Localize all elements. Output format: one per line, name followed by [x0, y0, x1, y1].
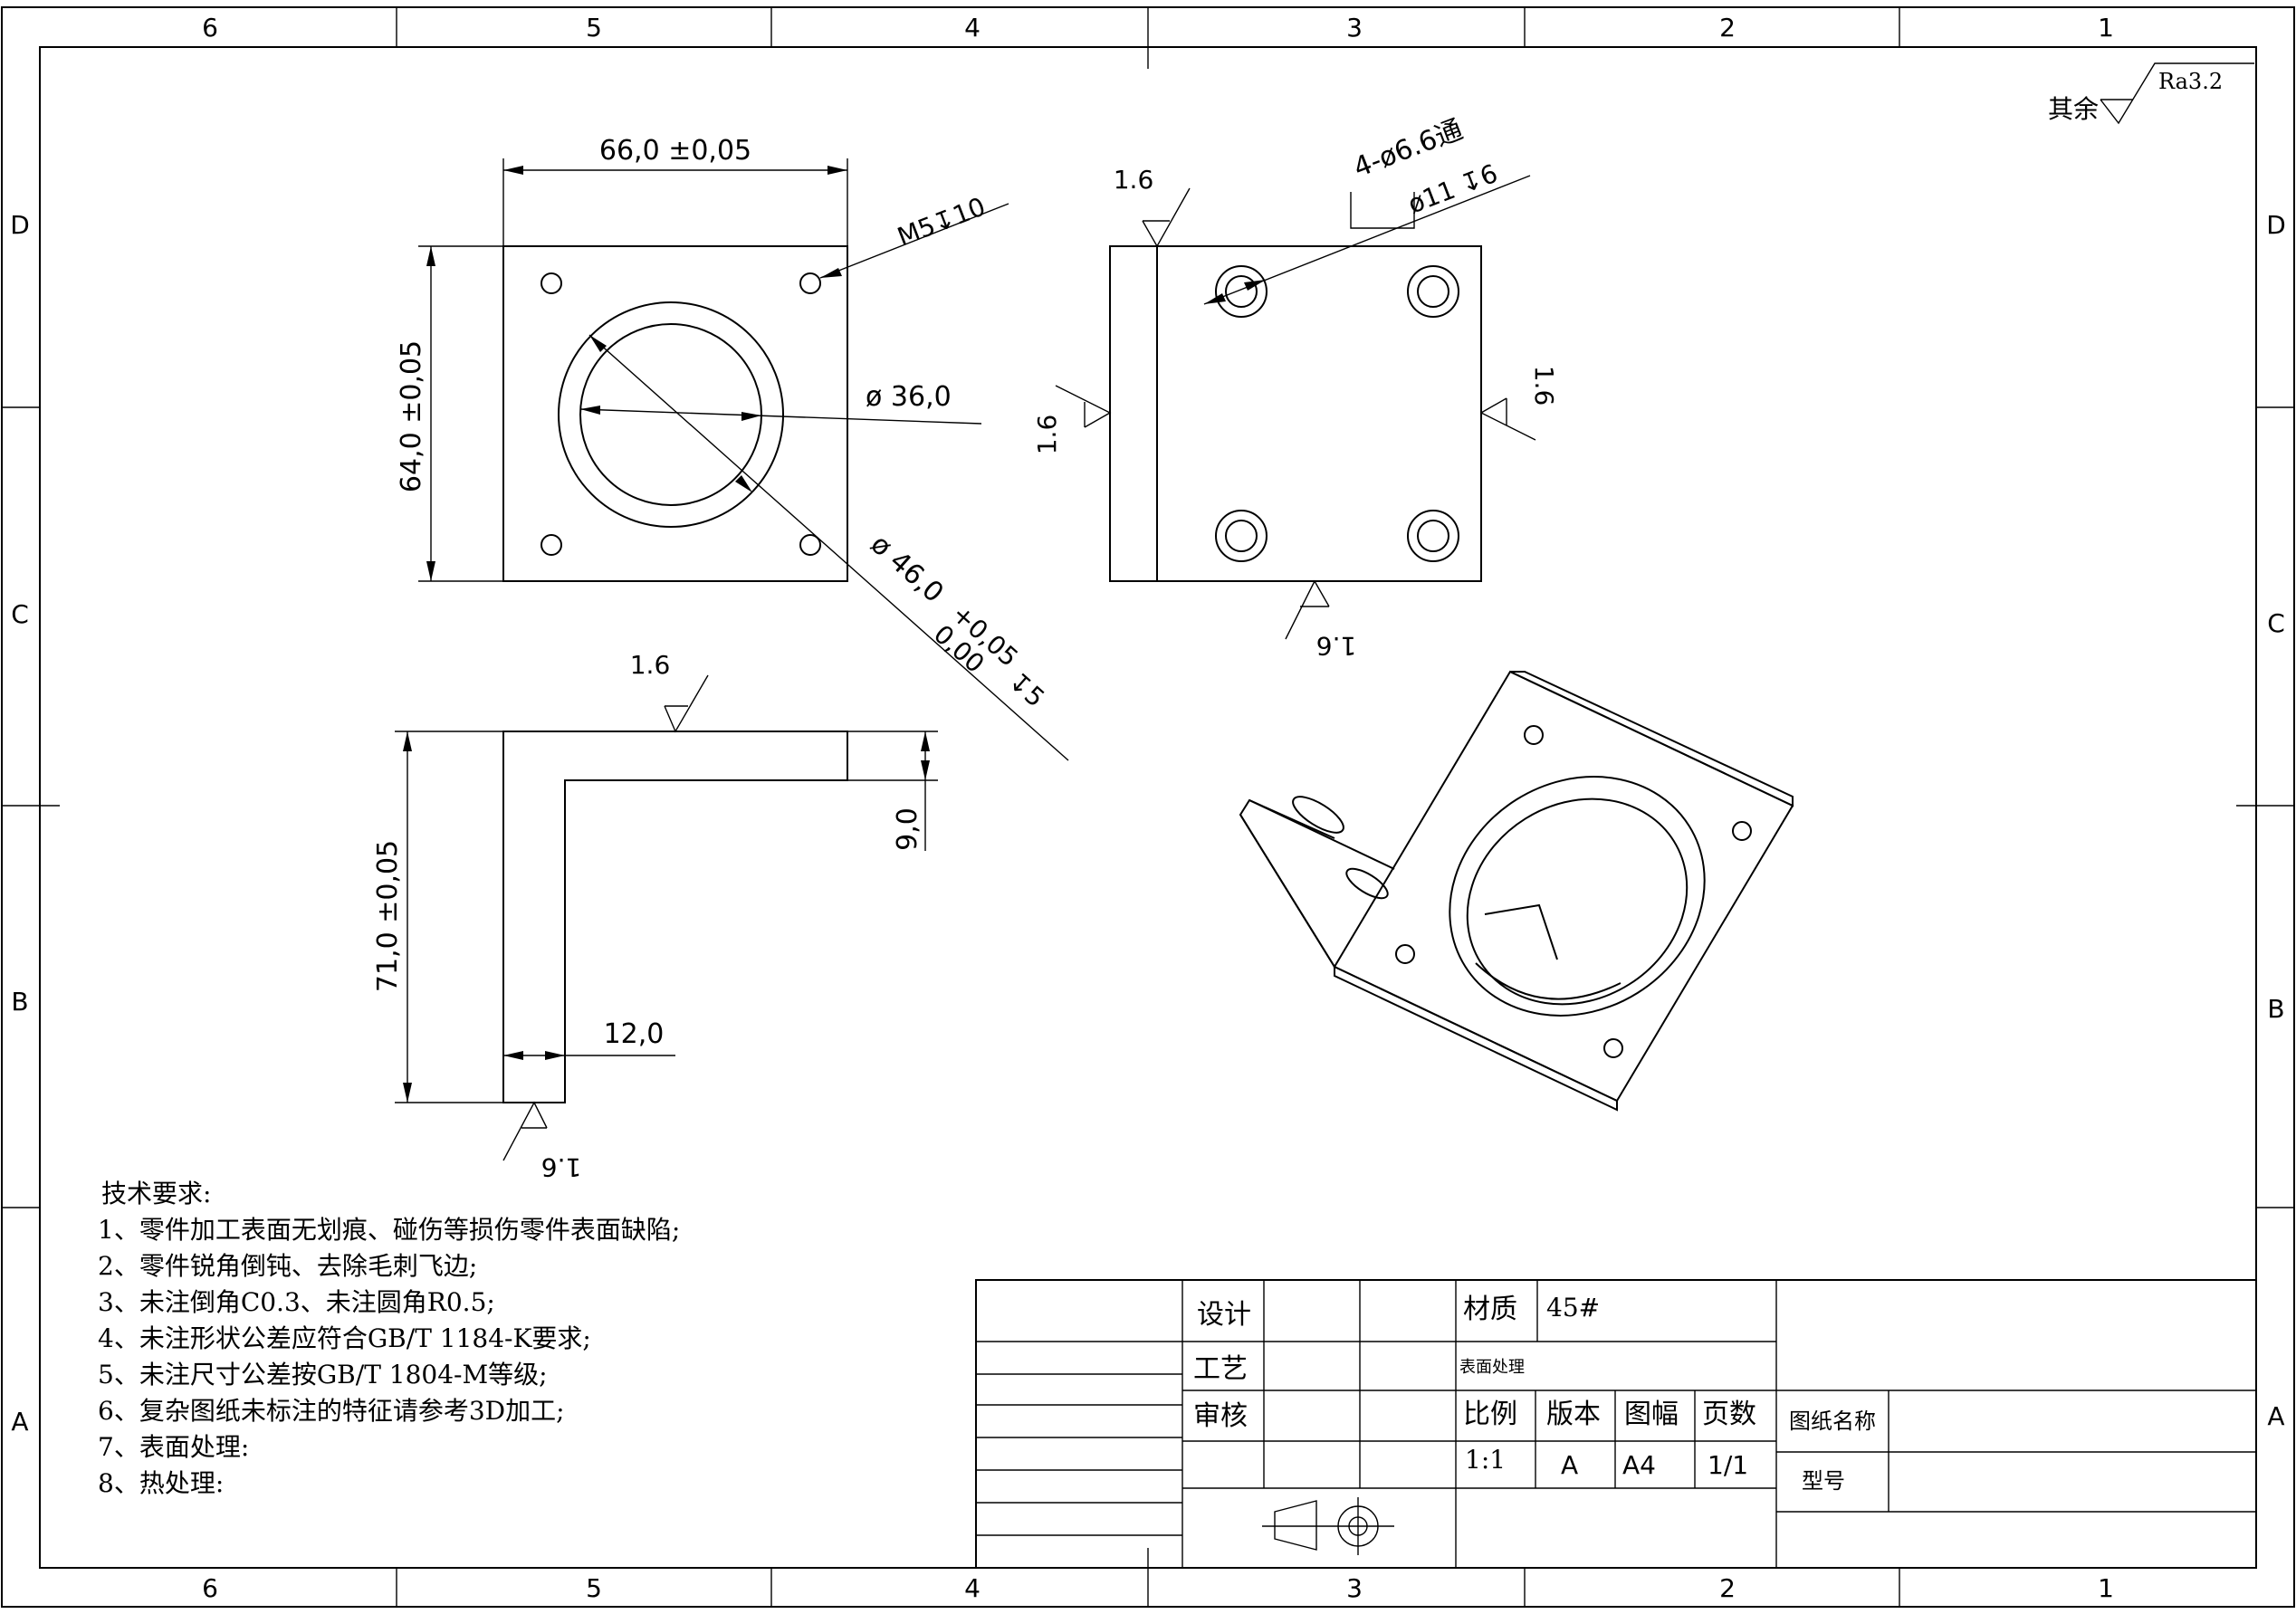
side-view-outline [1109, 245, 1482, 582]
scale-value: 1:1 [1465, 1445, 1506, 1475]
drawing-name-label: 图纸名称 [1789, 1409, 1876, 1434]
row-label-c-right: C [2267, 608, 2285, 638]
col-label-5: 5 [586, 13, 602, 43]
top-view: 1.6 71,0 ±0,05 9,0 12,0 1.6 [372, 650, 938, 1182]
cbore-note: ø11 ↧6 [1404, 158, 1502, 220]
row-label-b-right: B [2267, 994, 2284, 1024]
front-view-outline [502, 245, 848, 582]
roughness-prefix: 其余 [2048, 94, 2099, 124]
row-label-d: D [10, 210, 30, 240]
tech-title: 技术要求: [101, 1179, 211, 1208]
material-value: 45# [1546, 1293, 1600, 1323]
isometric-view [1239, 670, 1794, 1112]
surface-label: 表面处理 [1459, 1358, 1525, 1377]
roughness-value: Ra3.2 [2158, 69, 2223, 94]
counterbore-depth: ↧5 [1002, 666, 1050, 713]
material-label: 材质 [1463, 1294, 1517, 1325]
col-label-3-bottom: 3 [1346, 1573, 1363, 1603]
version-value: A [1561, 1450, 1578, 1480]
side-rough-left: 1.6 [1032, 415, 1062, 455]
projection-symbol-icon [1262, 1497, 1394, 1555]
thread-note: M5↧10 [894, 192, 990, 253]
size-value: A4 [1622, 1450, 1656, 1480]
thread-hole [541, 534, 562, 556]
col-label-4: 4 [964, 13, 981, 43]
side-rough-top: 1.6 [1114, 165, 1154, 195]
version-label: 版本 [1546, 1399, 1601, 1430]
counterbore-hole [1215, 510, 1268, 562]
top-thickness-dim: 9,0 [892, 807, 923, 851]
col-label-6: 6 [202, 13, 218, 43]
row-label-a-right: A [2267, 1401, 2284, 1431]
row-label-b: B [11, 987, 28, 1017]
side-view: 4-ø6.6通 ø11 ↧6 1.6 1.6 1.6 1.6 [1032, 114, 1559, 661]
counterbore-circle [558, 301, 784, 528]
size-label: 图幅 [1624, 1399, 1679, 1430]
col-label-5-bottom: 5 [586, 1573, 602, 1603]
tech-item: 3、未注倒角C0.3、未注圆角R0.5; [98, 1287, 495, 1317]
tech-item: 2、零件锐角倒钝、去除毛刺飞边; [98, 1251, 477, 1281]
design-label: 设计 [1197, 1299, 1251, 1331]
thread-hole [799, 534, 821, 556]
review-label: 审核 [1193, 1400, 1248, 1432]
thread-hole [541, 272, 562, 294]
top-width-dim: 12,0 [604, 1018, 665, 1050]
process-label: 工艺 [1193, 1353, 1248, 1385]
pages-label: 页数 [1702, 1399, 1756, 1430]
side-rough-bottom: 1.6 [1316, 631, 1357, 661]
tech-item: 4、未注形状公差应符合GB/T 1184-K要求; [98, 1323, 591, 1353]
top-rough-bottom: 1.6 [541, 1152, 582, 1182]
tech-requirements: 技术要求: 1、零件加工表面无划痕、碰伤等损伤零件表面缺陷; 2、零件锐角倒钝、… [98, 1179, 680, 1498]
col-label-2: 2 [1719, 13, 1736, 43]
front-view: 66,0 ±0,05 64,0 ±0,05 M5↧10 ø 36,0 ø 46,… [396, 135, 1069, 761]
tech-item: 8、热处理: [98, 1468, 224, 1498]
row-label-a: A [11, 1407, 28, 1437]
col-label-1-bottom: 1 [2098, 1573, 2114, 1603]
bore-circle [579, 323, 762, 506]
row-label-c: C [11, 599, 29, 629]
bore-dim: ø 36,0 [866, 381, 952, 413]
front-width-dim: 66,0 ±0,05 [599, 135, 751, 167]
title-block: 设计 工艺 审核 材质 45# 表面处理 比例 版本 图幅 页数 1:1 A A… [975, 1279, 2257, 1569]
tech-item: 6、复杂图纸未标注的特征请参考3D加工; [98, 1396, 565, 1426]
counterbore-hole [1407, 510, 1459, 562]
col-label-6-bottom: 6 [202, 1573, 218, 1603]
tech-item: 1、零件加工表面无划痕、碰伤等损伤零件表面缺陷; [98, 1215, 680, 1245]
counterbore-hole [1215, 265, 1268, 318]
scale-label: 比例 [1463, 1399, 1517, 1430]
general-roughness-symbol: 其余 Ra3.2 [2048, 62, 2254, 125]
model-label: 型号 [1802, 1468, 1845, 1494]
tech-item: 5、未注尺寸公差按GB/T 1804-M等级; [98, 1360, 548, 1390]
counterbore-hole [1407, 265, 1459, 318]
top-rough-top: 1.6 [630, 650, 671, 680]
col-label-1: 1 [2098, 13, 2114, 43]
side-rough-right: 1.6 [1529, 366, 1559, 406]
pages-value: 1/1 [1708, 1450, 1748, 1480]
row-label-d-right: D [2266, 210, 2286, 240]
tech-item: 7、表面处理: [98, 1432, 249, 1462]
col-label-3: 3 [1346, 13, 1363, 43]
counterbore-dim: ø 46,0 [865, 529, 950, 609]
col-label-4-bottom: 4 [964, 1573, 981, 1603]
col-label-2-bottom: 2 [1719, 1573, 1736, 1603]
l-profile-outline [502, 731, 848, 1103]
top-height-dim: 71,0 ±0,05 [372, 840, 404, 992]
front-height-dim: 64,0 ±0,05 [396, 340, 427, 492]
thread-hole [799, 272, 821, 294]
